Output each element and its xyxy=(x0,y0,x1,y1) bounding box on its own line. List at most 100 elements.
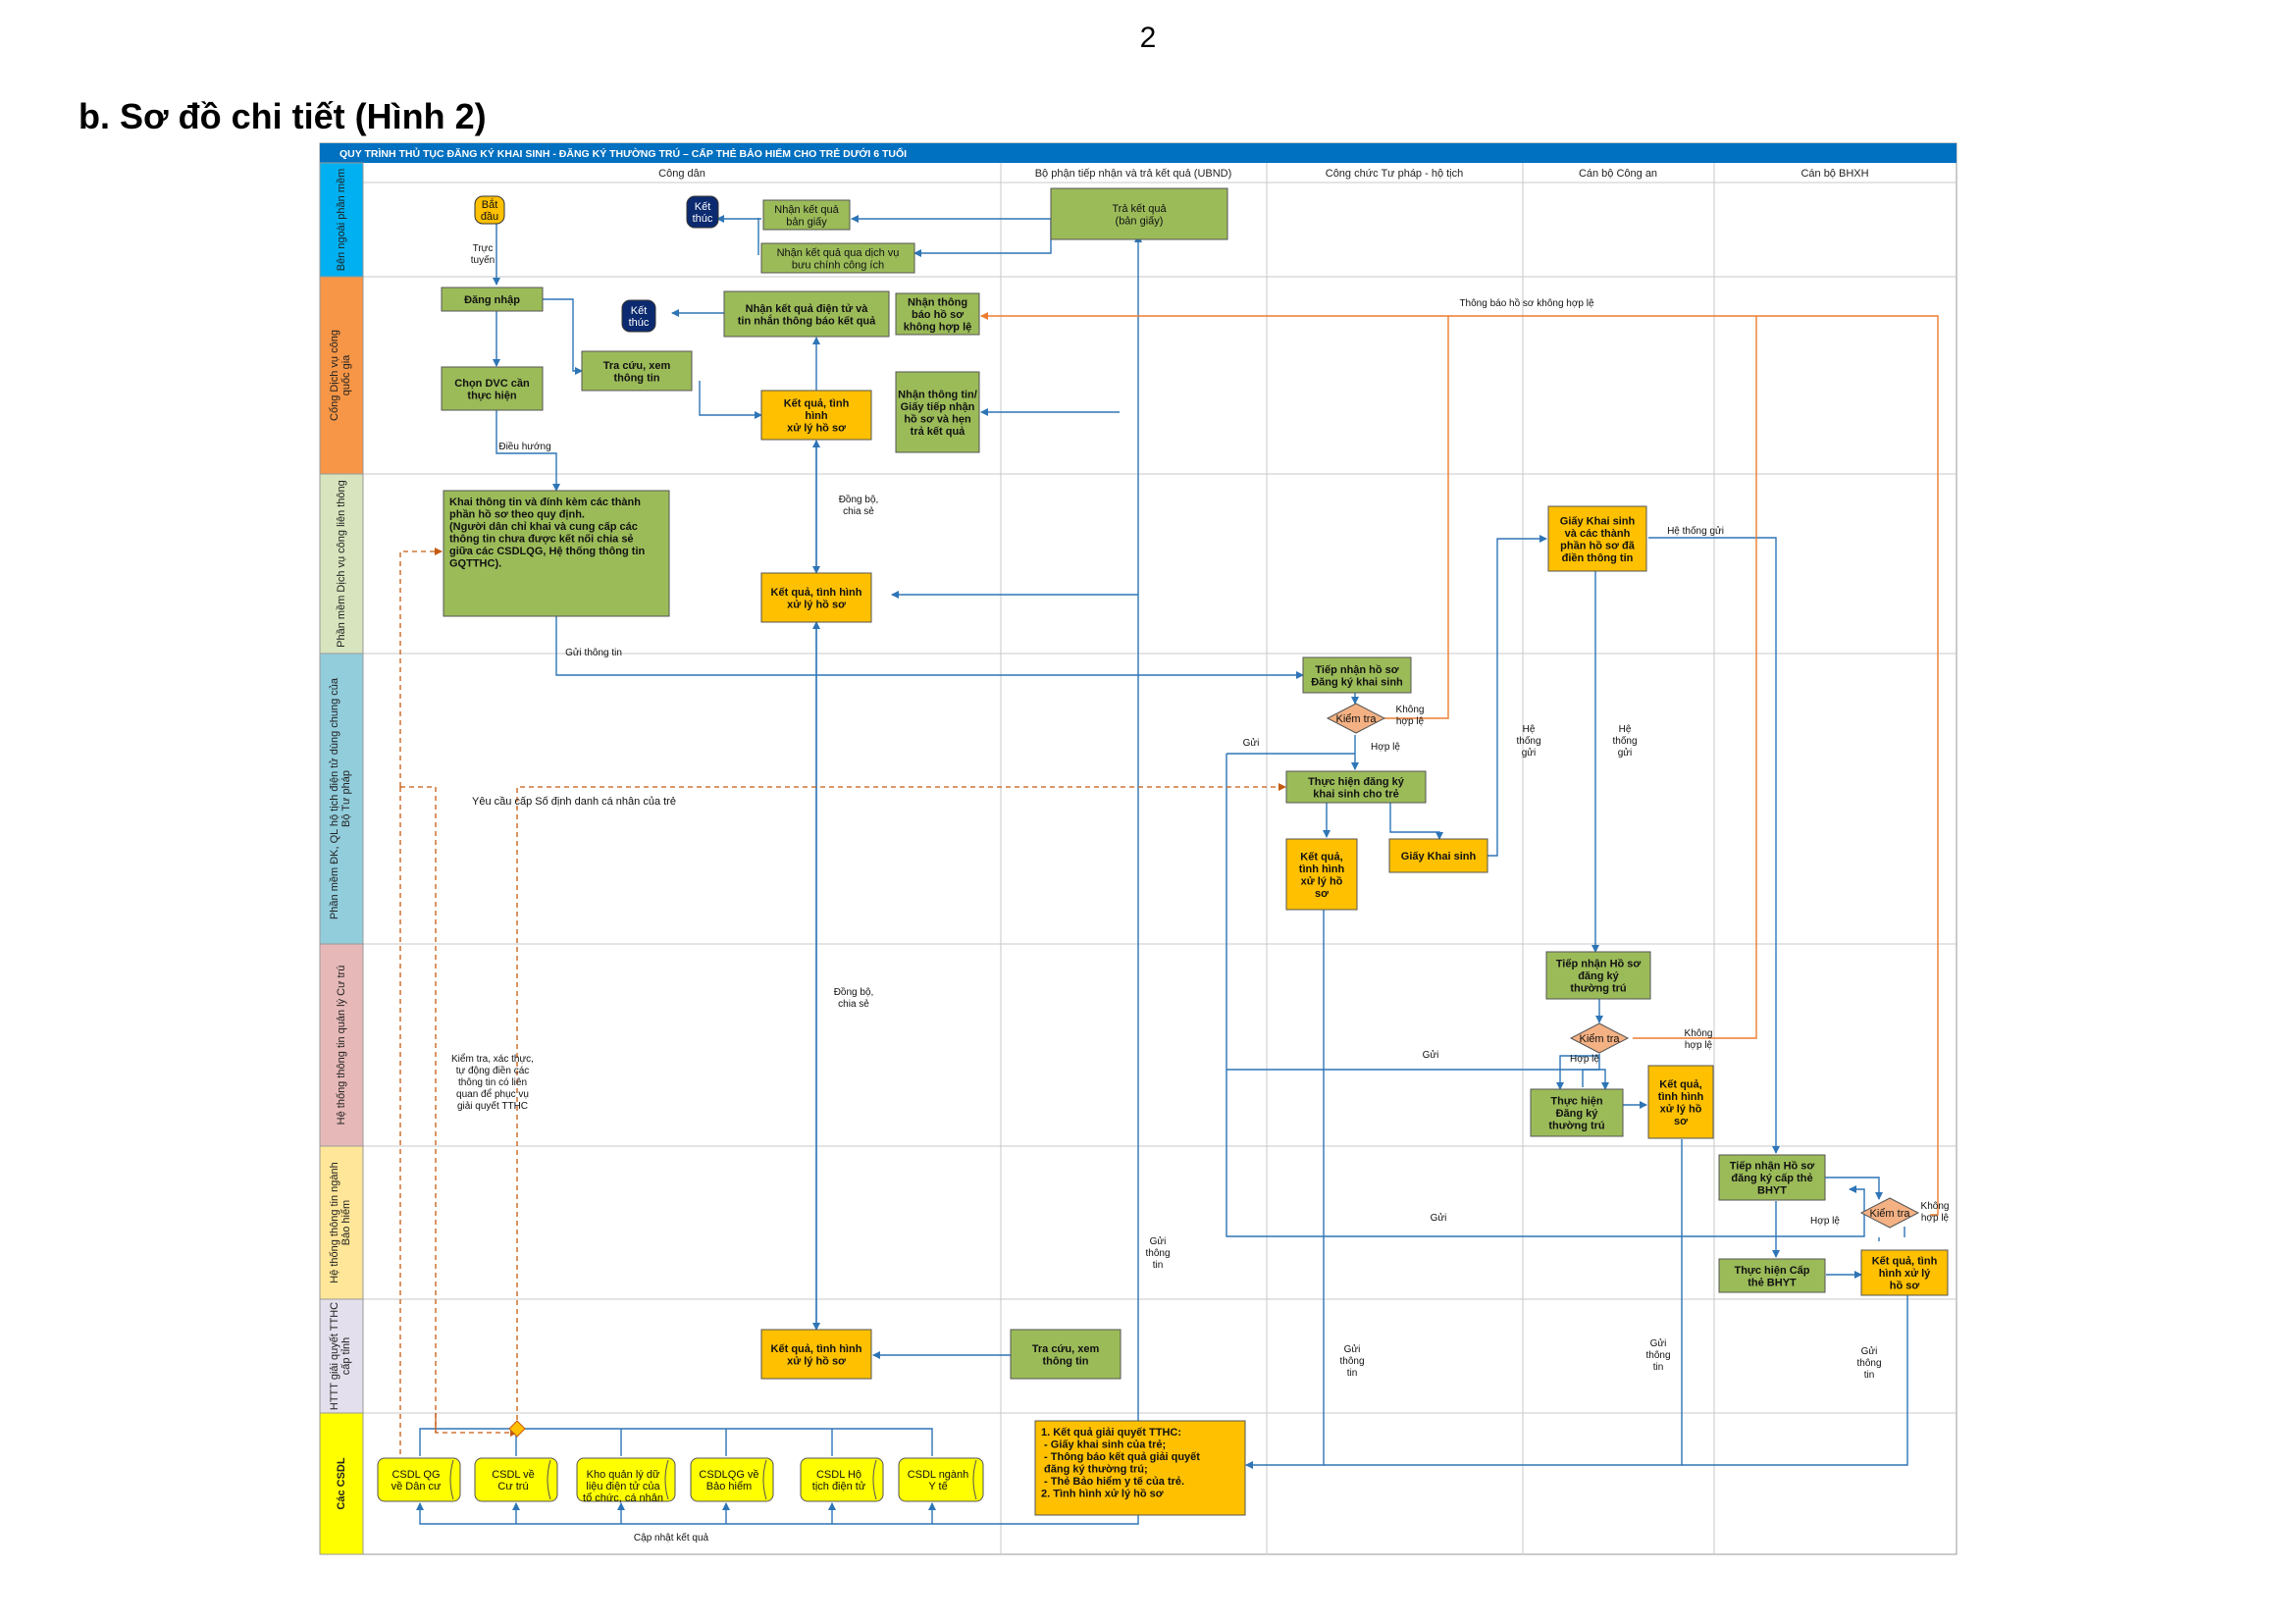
decision-shape xyxy=(1569,1022,1630,1054)
node-box xyxy=(760,390,872,441)
edge-label-kiem-tra-xac-thuc-line: tự động điền các xyxy=(456,1065,530,1076)
node-text-line: không hợp lệ xyxy=(904,322,972,334)
database-text-line: Bảo hiểm xyxy=(706,1481,752,1492)
diagram-title-bar xyxy=(320,143,1957,163)
database-text-line: Kho quản lý dữ xyxy=(587,1469,660,1481)
terminal-text-line: Kết xyxy=(631,305,648,317)
node-text-line: xử lý hồ sơ xyxy=(787,1355,846,1367)
node-text-line: thực hiện xyxy=(467,390,516,401)
lane-label-l4: Phần mềm ĐK, QL hộ tịch điện tử dùng chu… xyxy=(329,677,352,919)
edge-label-dong-bo-2-line: chia sẻ xyxy=(838,999,869,1010)
node-box xyxy=(895,371,980,453)
edge-label-gui-tt-a-line: thông xyxy=(1145,1248,1170,1259)
edge-label-he-thong-gui-2-line: gửi xyxy=(1522,747,1536,759)
node-text-line: Giấy tiếp nhận xyxy=(901,401,975,413)
lane-label-line: Hệ thống thông tin ngành xyxy=(329,1162,340,1283)
node-box xyxy=(1530,1088,1624,1137)
lane-label-text: Hệ thống thông tin quản lý Cư trú xyxy=(336,966,347,1126)
edge-label-hop-le-1: Hợp lệ xyxy=(1371,742,1400,753)
node-text-line: giữa các CSDLQG, Hệ thống thông tin xyxy=(449,546,646,557)
edge-label-dong-bo-1-line: Đồng bộ, xyxy=(839,494,879,505)
edge-label-gui-tt-c-line: thông xyxy=(1645,1350,1670,1361)
lane-label-line: Cổng Dịch vụ công xyxy=(329,330,340,421)
node-text-line: tình hình xyxy=(1658,1091,1704,1103)
lane-label-line: HTTT giải quyết TTHC xyxy=(329,1302,340,1410)
edge-label-he-thong-gui-3-line: thống xyxy=(1612,735,1637,747)
edge-label-dong-bo-2-line: Đồng bộ, xyxy=(834,986,874,998)
database-text-line: CSDLQG về xyxy=(699,1469,758,1481)
diagram-title: QUY TRÌNH THỦ TỤC ĐĂNG KÝ KHAI SINH - ĐĂ… xyxy=(339,147,907,160)
edge-label-truc-tuyen-line: Trực xyxy=(473,243,494,254)
edge-label-gui-tt-b-line: Gửi xyxy=(1344,1343,1361,1355)
database-shape xyxy=(576,1457,676,1502)
node-text-line: điền thông tin xyxy=(1562,552,1634,564)
database-text-line: về Dân cư xyxy=(391,1481,442,1492)
node-text-line: 2. Tình hình xử lý hồ sơ xyxy=(1041,1489,1164,1500)
terminal-shape xyxy=(474,195,505,225)
node-box xyxy=(760,572,872,623)
database-text-line: liệu điện tử của xyxy=(586,1481,660,1492)
database-text-line: CSDL Hộ xyxy=(816,1469,861,1481)
node-box xyxy=(1388,838,1488,873)
node-text-line: Khai thông tin và đính kèm các thành xyxy=(449,497,641,508)
node-text-line: xử lý hồ sơ xyxy=(787,423,846,435)
node-text-line: Tiếp nhận Hồ sơ xyxy=(1730,1161,1815,1173)
page-number: 2 xyxy=(1139,22,1157,54)
node-box xyxy=(760,242,915,274)
lane-label-l2: Cổng Dịch vụ côngquốc gia xyxy=(329,330,352,421)
node-text-line: sơ xyxy=(1315,888,1329,900)
node-box xyxy=(760,1329,872,1380)
node-ket-qua-giai-quyet: 1. Kết quả giải quyết TTHC: - Giấy khai … xyxy=(1034,1420,1246,1516)
node-box xyxy=(723,290,890,338)
edge-label-gui-tt-b-line: tin xyxy=(1347,1368,1358,1379)
lane-label-text: Phần mềm ĐK, QL hộ tịch điện tử dùng chu… xyxy=(329,677,352,919)
edge-label-tb-khong-hop-le-line: Thông báo hồ sơ không hợp lệ xyxy=(1459,297,1594,309)
node-box xyxy=(1034,1420,1246,1516)
node-text-line: đăng ký xyxy=(1578,970,1619,982)
node-box xyxy=(762,199,851,231)
edge-label-gui-3-line: Gửi xyxy=(1431,1212,1447,1224)
node-text-line: hình xử lý xyxy=(1879,1268,1931,1280)
database-shape xyxy=(898,1457,984,1502)
node-box xyxy=(1285,838,1358,911)
terminal-text-line: Kết xyxy=(695,201,711,213)
node-text-line: bản giấy xyxy=(786,216,827,228)
node-text: 1. Kết quả giải quyết TTHC: - Giấy khai … xyxy=(1041,1427,1200,1500)
node-box xyxy=(443,490,670,617)
edge-label-khong-hop-le-1-line: Không xyxy=(1396,705,1425,715)
node-box xyxy=(1545,951,1651,1000)
node-text-line: Thực hiện xyxy=(1550,1096,1602,1108)
csdl-hub-marker xyxy=(508,1420,526,1438)
edge-label-he-thong-gui-1-line: Hệ thống gửi xyxy=(1667,525,1724,537)
edge-label-gui-thong-tin-1-line: Gửi thông tin xyxy=(565,647,622,658)
edge-label-gui-1-line: Gửi xyxy=(1243,737,1260,749)
lane-label-l5: Hệ thống thông tin quản lý Cư trú xyxy=(336,966,347,1126)
edge-label-gui-thong-tin-1: Gửi thông tin xyxy=(565,647,622,658)
lane-label-text: Phần mềm Dịch vụ công liên thông xyxy=(336,480,347,648)
edge-label-gui-tt-c-line: Gửi xyxy=(1650,1337,1667,1349)
node-box xyxy=(1860,1249,1949,1296)
edge-label-he-thong-gui-3-line: Hệ xyxy=(1619,724,1632,735)
node-text-line: tin nhắn thông báo kết quả xyxy=(738,314,876,327)
node-text-line: Tiếp nhận hồ sơ xyxy=(1315,664,1398,676)
column-header-bo-phan: Bộ phận tiếp nhận và trả kết quả (UBND) xyxy=(1035,168,1232,180)
decision-text-line: Kiểm tra xyxy=(1870,1208,1911,1220)
edge-label-he-thong-gui-1: Hệ thống gửi xyxy=(1667,525,1724,537)
node-text-line: thẻ BHYT xyxy=(1748,1277,1797,1288)
database-text-line: CSDL ngành xyxy=(908,1469,969,1481)
decision-text-line: Kiểm tra xyxy=(1580,1033,1621,1045)
node-text-line: Đăng ký xyxy=(1556,1108,1599,1120)
